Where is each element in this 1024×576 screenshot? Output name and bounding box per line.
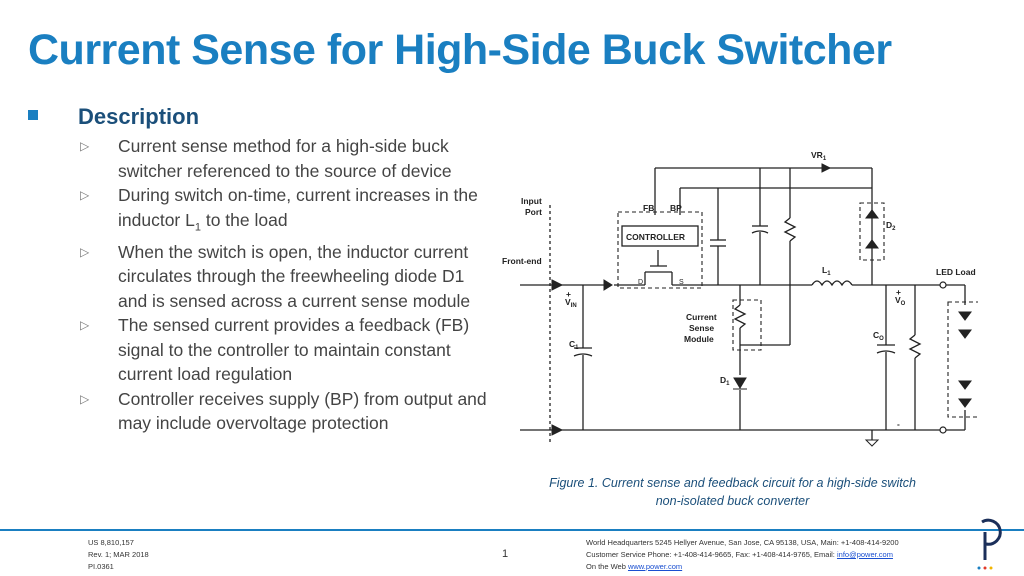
email-link[interactable]: info@power.com bbox=[836, 550, 893, 559]
arrow-bullet-icon: ▷ bbox=[80, 318, 90, 332]
bullet-text: During switch on-time, current increases… bbox=[118, 185, 478, 230]
arrow-bullet-icon: ▷ bbox=[80, 244, 90, 259]
square-bullet-icon bbox=[28, 110, 38, 120]
controller-label: CONTROLLER bbox=[626, 232, 685, 242]
vo-plus: + bbox=[896, 287, 901, 297]
d1-label: D1 bbox=[720, 375, 730, 387]
arrow-bullet-icon: ▷ bbox=[80, 391, 90, 406]
bullet-text: Controller receives supply (BP) from out… bbox=[118, 388, 487, 434]
list-item: ▷ When the switch is open, the inductor … bbox=[80, 240, 490, 314]
circuit-schematic: Input Port Front-end FB BP CONTROLLER VR… bbox=[502, 150, 978, 447]
co-label: CO bbox=[873, 330, 884, 342]
arrow-bullet-icon: ▷ bbox=[80, 188, 90, 202]
list-item: ▷ Controller receives supply (BP) from o… bbox=[80, 387, 490, 436]
list-item: ▷ The sensed current provides a feedback… bbox=[80, 313, 490, 387]
web-info: On the Web www.power.com bbox=[586, 562, 683, 571]
figure-caption: Figure 1. Current sense and feedback cir… bbox=[505, 474, 960, 510]
bp-label: BP bbox=[670, 203, 682, 213]
c1-label: C1 bbox=[569, 339, 579, 351]
vo-label: VO bbox=[895, 295, 906, 307]
doc-id: PI.0361 bbox=[88, 562, 114, 571]
patent-number: US 8,810,157 bbox=[88, 538, 134, 547]
input-port-label: Input bbox=[521, 196, 542, 206]
list-item: ▷ During switch on-time, current increas… bbox=[80, 183, 490, 240]
vr-label: VR1 bbox=[811, 150, 827, 162]
bullet-subscript: 1 bbox=[194, 221, 201, 233]
gate-d-label: D bbox=[638, 279, 643, 286]
customer-service-info: Customer Service Phone: +1-408-414-9665,… bbox=[586, 550, 893, 559]
headquarters-info: World Headquarters 5245 Hellyer Avenue, … bbox=[586, 538, 899, 547]
caption-line-2: non-isolated buck converter bbox=[655, 494, 810, 508]
section-heading: Description bbox=[78, 104, 200, 129]
bullet-list: ▷ Current sense method for a high-side b… bbox=[80, 134, 490, 436]
caption-line-1: Figure 1. Current sense and feedback cir… bbox=[549, 476, 916, 490]
bullet-text: Current sense method for a high-side buc… bbox=[118, 136, 452, 181]
led-load-label: LED Load bbox=[936, 267, 976, 277]
vin-plus: + bbox=[566, 289, 571, 299]
fb-label: FB bbox=[643, 203, 654, 213]
page-number: 1 bbox=[502, 548, 509, 560]
bullet-text: The sensed current provides a feedback (… bbox=[118, 315, 470, 384]
front-end-label: Front-end bbox=[502, 256, 542, 266]
d2-label: D2 bbox=[886, 220, 896, 232]
revision: Rev. 1; MAR 2018 bbox=[88, 550, 149, 559]
arrow-bullet-icon: ▷ bbox=[80, 139, 90, 153]
gate-s-label: S bbox=[679, 279, 684, 286]
list-item: ▷ Current sense method for a high-side b… bbox=[80, 134, 490, 183]
csm-label-1: Current bbox=[686, 312, 717, 322]
csm-label-3: Module bbox=[684, 334, 714, 344]
bullet-text-end: to the load bbox=[200, 209, 288, 230]
power-logo bbox=[977, 518, 1002, 570]
l1-label: L1 bbox=[822, 265, 831, 277]
bullet-text: When the switch is open, the inductor cu… bbox=[118, 241, 471, 311]
csm-label-2: Sense bbox=[689, 323, 714, 333]
vo-minus: - bbox=[897, 419, 900, 429]
input-port-label-2: Port bbox=[525, 207, 542, 217]
slide-title: Current Sense for High-Side Buck Switche… bbox=[28, 26, 892, 74]
web-link[interactable]: www.power.com bbox=[627, 562, 683, 571]
footer-right: World Headquarters 5245 Hellyer Avenue, … bbox=[586, 537, 899, 573]
vin-label: VIN bbox=[565, 297, 577, 309]
footer-divider bbox=[0, 529, 1024, 531]
footer-left: US 8,810,157 Rev. 1; MAR 2018 PI.0361 bbox=[88, 537, 149, 573]
